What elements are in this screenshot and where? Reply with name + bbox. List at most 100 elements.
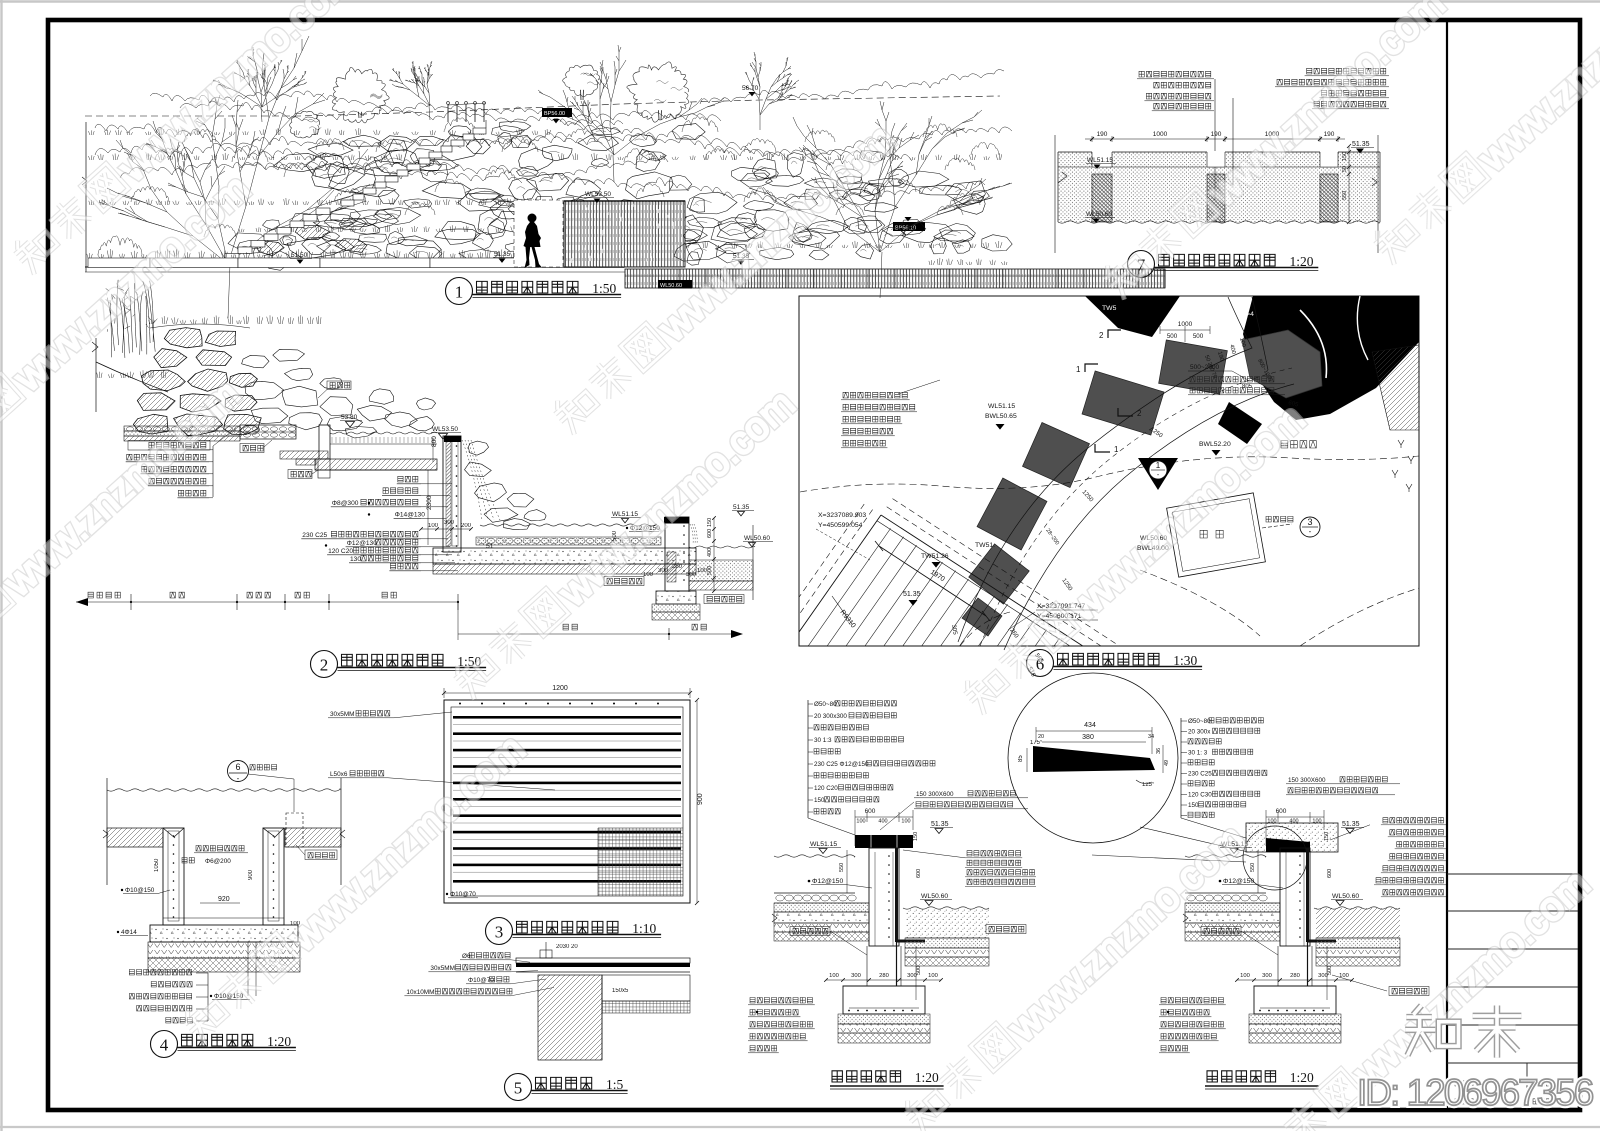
svg-text:Y=450600.171: Y=450600.171 [1037, 613, 1082, 620]
svg-text:230 C25 Φ12@150: 230 C25 Φ12@150 [814, 761, 869, 768]
svg-text:400: 400 [878, 819, 887, 825]
svg-text:434: 434 [1084, 722, 1096, 729]
svg-text:34: 34 [1148, 734, 1154, 740]
svg-text:190: 190 [1324, 131, 1335, 138]
svg-text:300: 300 [658, 568, 669, 574]
svg-text:T=4: T=4 [1242, 311, 1254, 318]
svg-text:300: 300 [686, 572, 697, 578]
svg-text:1050: 1050 [154, 858, 160, 872]
svg-text:30 1: 3: 30 1: 3 [1188, 750, 1208, 757]
svg-text:WL53.50: WL53.50 [585, 191, 611, 198]
svg-text:WL51.15: WL51.15 [1221, 841, 1248, 848]
svg-text:150: 150 [913, 832, 919, 841]
svg-text:1:20: 1:20 [1290, 1070, 1314, 1085]
svg-text:1:20: 1:20 [915, 1070, 939, 1085]
svg-text:150 300X600: 150 300X600 [916, 791, 954, 798]
svg-text:10x10MM: 10x10MM [406, 989, 434, 996]
svg-text:280: 280 [879, 973, 889, 979]
svg-text:-: - [1157, 472, 1160, 479]
svg-text:1:50: 1:50 [592, 281, 616, 296]
svg-text:100: 100 [856, 819, 865, 825]
svg-text:100: 100 [901, 819, 910, 825]
svg-text:125°: 125° [1142, 782, 1155, 788]
svg-text:2300: 2300 [426, 495, 433, 510]
svg-text:1: 1 [1156, 461, 1161, 470]
svg-text:1: 1 [1114, 445, 1119, 454]
svg-text:600: 600 [865, 808, 876, 815]
svg-text:5: 5 [514, 1079, 523, 1098]
svg-text:Φ12@150: Φ12@150 [630, 525, 660, 532]
svg-text:3: 3 [495, 923, 504, 942]
svg-text:150: 150 [814, 797, 825, 804]
svg-text:WL50.60: WL50.60 [921, 893, 948, 900]
svg-text:260: 260 [1008, 628, 1019, 640]
svg-text:X=3237089.903: X=3237089.903 [818, 512, 866, 519]
svg-text:400: 400 [1228, 344, 1236, 355]
svg-text:605: 605 [1287, 400, 1299, 409]
svg-text:2030 20: 2030 20 [556, 944, 578, 950]
svg-text:1000: 1000 [1153, 131, 1168, 138]
svg-text:6: 6 [1036, 655, 1045, 674]
svg-text:100: 100 [1339, 973, 1349, 979]
svg-text:500: 500 [1167, 333, 1178, 340]
svg-text:Ø50~80: Ø50~80 [1188, 718, 1211, 725]
svg-text:1:20: 1:20 [267, 1034, 291, 1049]
svg-text:900: 900 [248, 869, 254, 880]
svg-text:300: 300 [851, 973, 861, 979]
svg-text:WL50.60: WL50.60 [1332, 893, 1359, 900]
svg-text:WL53.50: WL53.50 [432, 426, 458, 433]
svg-text:Ø50~80: Ø50~80 [814, 701, 837, 708]
svg-text:600: 600 [1327, 869, 1333, 878]
svg-text:36: 36 [1156, 748, 1162, 754]
svg-text:280: 280 [1290, 973, 1300, 979]
svg-text:1000: 1000 [1178, 321, 1193, 328]
svg-text:150: 150 [1342, 152, 1348, 161]
svg-text:51.35: 51.35 [733, 253, 750, 260]
svg-text:BWL50.65: BWL50.65 [985, 413, 1017, 420]
svg-text:200: 200 [461, 523, 472, 529]
svg-text:300: 300 [1318, 973, 1328, 979]
svg-text:400: 400 [1289, 819, 1298, 825]
svg-text:ID: 1206967356: ID: 1206967356 [1357, 1072, 1593, 1113]
svg-text:Φ12@130: Φ12@130 [347, 540, 378, 547]
svg-text:150x5: 150x5 [612, 988, 629, 994]
svg-text:51.35: 51.35 [903, 591, 921, 598]
svg-text:Φ12@150: Φ12@150 [812, 878, 843, 885]
svg-text:WL51.15: WL51.15 [988, 403, 1015, 410]
svg-text:Φ10@150: Φ10@150 [125, 887, 155, 894]
svg-text:600: 600 [1276, 808, 1287, 815]
svg-text:150 300X600: 150 300X600 [1288, 777, 1326, 784]
svg-text:85: 85 [1018, 755, 1024, 762]
svg-text:BP56.10: BP56.10 [895, 226, 916, 232]
svg-text:800: 800 [431, 436, 438, 447]
svg-text:100: 100 [697, 568, 708, 574]
svg-text:1:5: 1:5 [606, 1077, 624, 1092]
svg-text:600: 600 [916, 869, 922, 878]
svg-text:Φ10@70: Φ10@70 [450, 891, 476, 898]
svg-text:175°: 175° [1030, 740, 1043, 746]
svg-text:-: - [1309, 527, 1312, 536]
svg-text:1:20: 1:20 [1290, 254, 1314, 269]
svg-text:1:30: 1:30 [1173, 653, 1197, 668]
svg-text:51.35: 51.35 [1352, 141, 1370, 148]
svg-text:230 C25: 230 C25 [1188, 771, 1212, 778]
svg-text:280: 280 [672, 564, 683, 570]
svg-text:120 C20: 120 C20 [328, 548, 353, 555]
svg-text:51.35: 51.35 [1342, 821, 1360, 828]
svg-text:4Φ14: 4Φ14 [121, 929, 137, 936]
svg-text:TW51.: TW51. [975, 542, 995, 549]
svg-text:100: 100 [829, 973, 839, 979]
svg-text:1200: 1200 [552, 685, 568, 692]
svg-text:BWL52.20: BWL52.20 [1199, 441, 1231, 448]
svg-text:Φ10@150: Φ10@150 [214, 993, 244, 1000]
svg-text:805: 805 [1242, 384, 1253, 390]
svg-text:380: 380 [1082, 734, 1094, 741]
svg-text:20 300x300: 20 300x300 [814, 713, 847, 720]
svg-text:-: - [237, 774, 240, 783]
svg-text:400: 400 [707, 548, 713, 557]
svg-text:Φ6@200: Φ6@200 [205, 858, 231, 865]
svg-text:100: 100 [1312, 819, 1321, 825]
svg-text:150: 150 [707, 518, 713, 527]
svg-text:6: 6 [235, 762, 240, 772]
svg-text:550: 550 [839, 863, 845, 872]
